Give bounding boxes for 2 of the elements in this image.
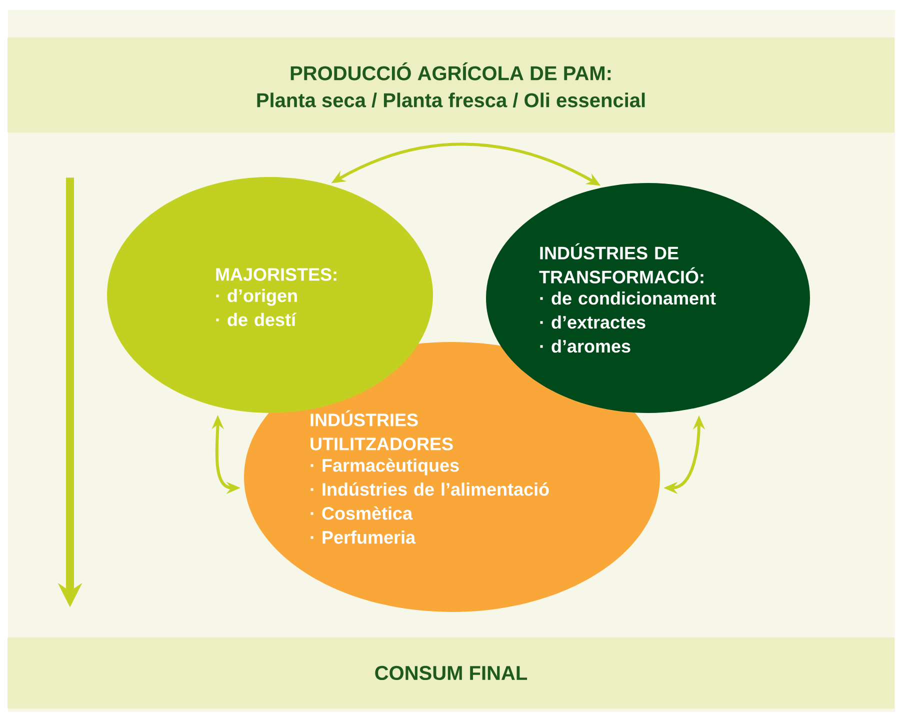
heading-band: PRODUCCIÓ AGRÍCOLA DE PAM: Planta seca / Planta fresca / Oli essencial	[8, 38, 894, 132]
heading-band: CONSUM FINAL	[8, 637, 894, 708]
